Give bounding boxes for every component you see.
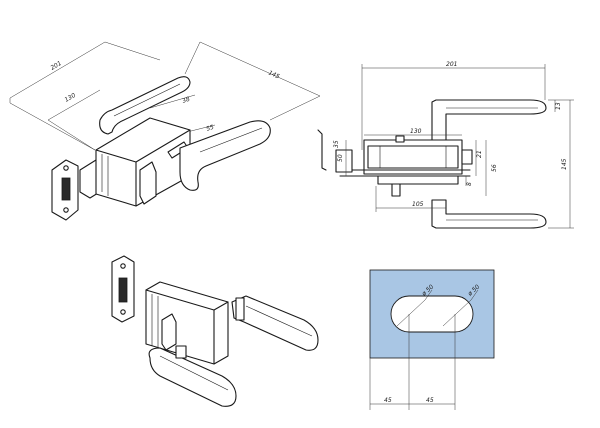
lower-lever-handle bbox=[179, 120, 271, 191]
dim-45-left: 45 bbox=[384, 397, 392, 404]
side-thumbturn bbox=[391, 183, 401, 197]
dim-35-side: 35 bbox=[333, 140, 340, 148]
side-bottom-plate bbox=[377, 175, 459, 185]
strike-hole bbox=[61, 177, 71, 201]
dim-130-iso: 130 bbox=[64, 92, 78, 104]
assembled-thumbturn bbox=[161, 313, 177, 351]
dim-21-side: 21 bbox=[476, 150, 483, 158]
slot-cutout bbox=[390, 295, 474, 333]
assembled-lower-lever bbox=[148, 347, 237, 407]
dim-201-iso: 201 bbox=[50, 60, 63, 72]
thumb-turn bbox=[139, 161, 157, 205]
side-bottom-lever bbox=[431, 199, 547, 229]
dim-50-side: 50 bbox=[337, 154, 344, 162]
dim-55-iso: 55 bbox=[205, 124, 215, 133]
dim-38-iso: 38 bbox=[181, 96, 191, 105]
dim-56-side: 56 bbox=[491, 164, 498, 172]
dim-105-side: 105 bbox=[412, 201, 424, 208]
dim-8-side: 8 bbox=[466, 182, 473, 186]
dim-145-side: 145 bbox=[561, 158, 568, 170]
assembled-upper-lever bbox=[231, 295, 319, 351]
side-view: 201 145 13 130 105 bbox=[317, 61, 574, 229]
dim-45-right: 45 bbox=[426, 397, 434, 404]
glass-cutout-view: ø 50 ø 50 45 45 bbox=[369, 269, 495, 410]
side-top-lever bbox=[431, 99, 547, 151]
dim-13-side: 13 bbox=[555, 102, 562, 110]
assembled-view bbox=[111, 255, 319, 407]
upper-lever-handle bbox=[99, 76, 191, 135]
side-strike bbox=[317, 129, 327, 171]
dim-145-iso: 145 bbox=[267, 69, 280, 80]
dim-201-side: 201 bbox=[446, 61, 457, 68]
isometric-view: 201 130 145 38 55 63 bbox=[9, 41, 321, 221]
dim-130-side: 130 bbox=[410, 128, 422, 135]
